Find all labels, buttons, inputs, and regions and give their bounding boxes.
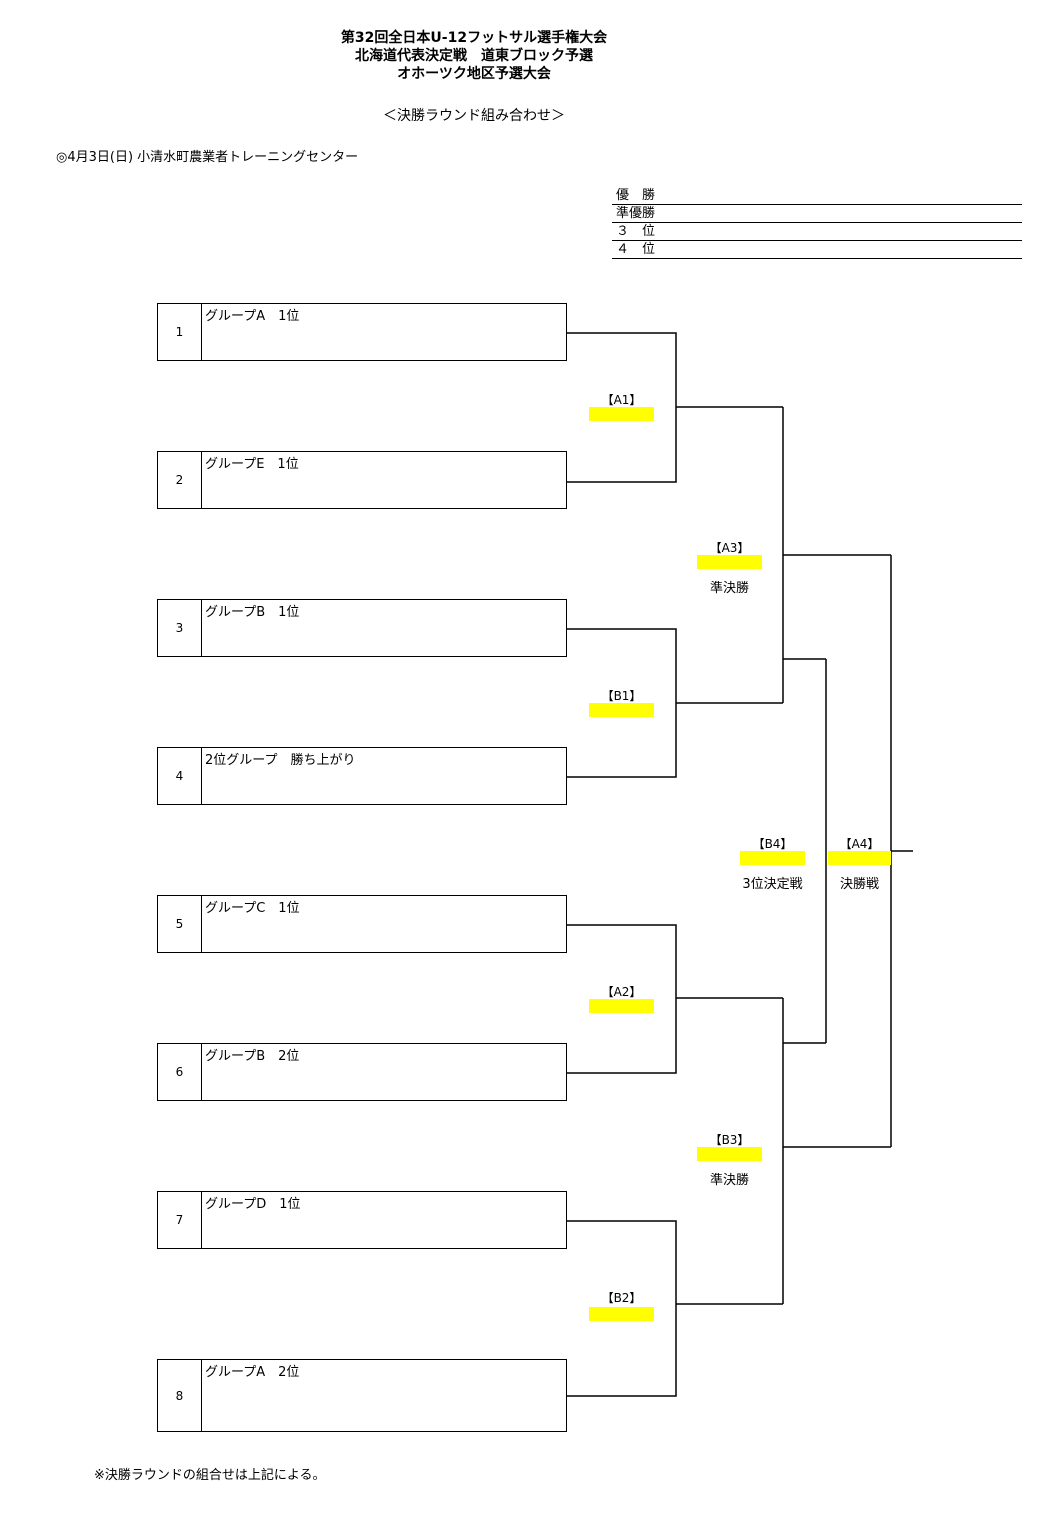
- match-a2-highlight: [589, 999, 654, 1013]
- result-fourth-label: ４ 位: [616, 242, 656, 257]
- bracket-line-a2: [567, 924, 677, 1074]
- match-b4-round: 3位決定戦: [742, 877, 803, 892]
- team-box-4: 4 2位グループ 勝ち上がり: [157, 747, 567, 805]
- title-line-3: オホーツク地区予選大会: [397, 66, 551, 82]
- bracket-subtitle: ＜決勝ラウンド組み合わせ＞: [383, 108, 565, 124]
- match-a1-highlight: [589, 407, 654, 421]
- result-winner-label: 優 勝: [616, 188, 656, 203]
- team-box-8: 8 グループA 2位: [157, 1359, 567, 1432]
- match-b3-label: 【B3】: [709, 1133, 750, 1147]
- match-a3-label: 【A3】: [709, 541, 750, 555]
- match-a1-label: 【A1】: [601, 393, 642, 407]
- venue-date: ◎4月3日(日) 小清水町農業者トレーニングセンター: [56, 150, 359, 165]
- match-b1-highlight: [589, 703, 654, 717]
- team-name: グループA 1位: [205, 309, 300, 324]
- title-line-2: 北海道代表決定戦 道東ブロック予選: [355, 48, 593, 64]
- team-number: 2: [158, 452, 202, 508]
- team-name: グループA 2位: [205, 1365, 300, 1380]
- team-name: グループC 1位: [205, 901, 300, 916]
- match-a4-round: 決勝戦: [839, 877, 879, 892]
- footnote: ※決勝ラウンドの組合せは上記による。: [94, 1468, 326, 1483]
- match-b1-label: 【B1】: [601, 689, 642, 703]
- match-b4-highlight: [740, 851, 805, 865]
- team-box-7: 7 グループD 1位: [157, 1191, 567, 1249]
- match-a3-highlight: [697, 555, 762, 569]
- match-b3-round: 準決勝: [709, 1173, 749, 1188]
- team-number: 5: [158, 896, 202, 952]
- team-name: 2位グループ 勝ち上がり: [205, 753, 356, 768]
- team-number: 1: [158, 304, 202, 360]
- team-number: 8: [158, 1360, 202, 1431]
- match-a4-highlight: [828, 851, 891, 865]
- match-b4-label: 【B4】: [752, 837, 793, 851]
- title-line-1: 第32回全日本U-12フットサル選手権大会: [340, 30, 608, 46]
- result-fourth: ４ 位: [612, 242, 1022, 259]
- team-box-6: 6 グループB 2位: [157, 1043, 567, 1101]
- match-b3-highlight: [697, 1147, 762, 1161]
- team-box-5: 5 グループC 1位: [157, 895, 567, 953]
- team-name: グループE 1位: [205, 457, 299, 472]
- match-a4-label: 【A4】: [839, 837, 880, 851]
- team-name: グループD 1位: [205, 1197, 301, 1212]
- result-runner-up-label: 準優勝: [616, 206, 656, 221]
- team-name: グループB 1位: [205, 605, 300, 620]
- team-name: グループB 2位: [205, 1049, 300, 1064]
- result-runner-up: 準優勝: [612, 206, 1022, 223]
- match-a3-round: 準決勝: [709, 581, 749, 596]
- team-number: 7: [158, 1192, 202, 1248]
- team-box-1: 1 グループA 1位: [157, 303, 567, 361]
- team-number: 6: [158, 1044, 202, 1100]
- team-number: 4: [158, 748, 202, 804]
- result-third: ３ 位: [612, 224, 1022, 241]
- team-box-3: 3 グループB 1位: [157, 599, 567, 657]
- result-winner: 優 勝: [612, 188, 1022, 205]
- team-box-2: 2 グループE 1位: [157, 451, 567, 509]
- bracket-line-b2: [567, 1220, 677, 1397]
- match-b2-label: 【B2】: [601, 1291, 642, 1305]
- team-number: 3: [158, 600, 202, 656]
- match-b2-highlight: [589, 1307, 654, 1321]
- result-third-label: ３ 位: [616, 224, 656, 239]
- match-a2-label: 【A2】: [601, 985, 642, 999]
